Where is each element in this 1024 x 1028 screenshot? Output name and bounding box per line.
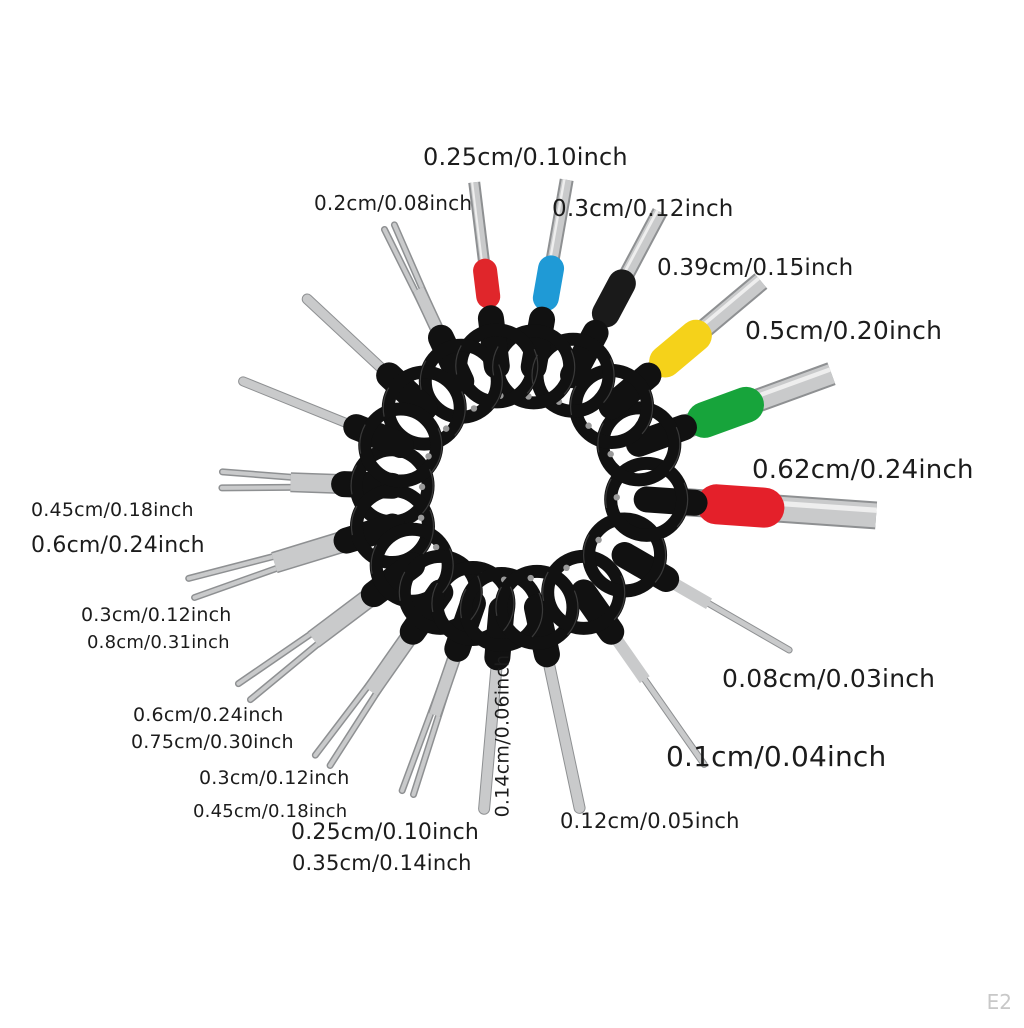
label-fork-0-3cm-b: 0.3cm/0.12inch — [199, 767, 350, 789]
ferrule-tool-0-5-collar — [686, 386, 764, 438]
label-fork-0-75cm: 0.75cm/0.30inch — [131, 731, 294, 753]
hook-tool-c-handle-ring — [358, 402, 444, 488]
watermark: E2 — [986, 990, 1012, 1014]
ferrule-tool-0-62-ring-pin — [613, 494, 620, 501]
label-ferrule-0-39cm: 0.39cm/0.15inch — [657, 255, 854, 281]
ferrule-tool-0-3-ring-highlight — [531, 333, 615, 417]
ferrule-tool-0-62-collar — [696, 484, 785, 528]
ferrule-tool-0-39-ring-pin — [585, 422, 592, 429]
label-fork-0-8cm: 0.8cm/0.31inch — [87, 632, 230, 653]
fork-tool-0-3-ring-highlight — [370, 523, 454, 607]
label-pin-0-14cm: 0.14cm/0.06inch — [491, 654, 514, 818]
ferrule-tool-0-62-handle-ring — [604, 456, 690, 542]
label-ferrule-0-3cm: 0.3cm/0.12inch — [552, 196, 734, 222]
pin-tool-0-12-ring-pin — [527, 574, 534, 582]
ferrule-tool-0-2-collar — [473, 258, 501, 309]
hook-tool-b-ring-highlight — [382, 366, 466, 450]
ferrule-tool-0-39-ring-highlight — [569, 364, 654, 449]
label-ferrule-0-5cm: 0.5cm/0.20inch — [745, 316, 943, 345]
label-fork-0-3cm-a: 0.3cm/0.12inch — [81, 604, 232, 626]
pin-tool-0-12-handle-ring — [494, 564, 580, 650]
ferrule-tool-0-25-ring-highlight — [492, 325, 576, 409]
hook-tool-a-ring-highlight — [419, 339, 503, 423]
label-fork-0-45cm-b: 0.45cm/0.18inch — [193, 801, 348, 822]
ferrule-tool-0-25-collar — [532, 255, 565, 311]
label-ferrule-0-2cm: 0.2cm/0.08inch — [314, 191, 473, 215]
pin-tool-0-12-ring-highlight — [495, 565, 579, 649]
ferrule-tool-0-39-collar — [649, 319, 712, 378]
pin-tool-0-1-ring-pin — [563, 564, 570, 572]
label-fork-0-35cm: 0.35cm/0.14inch — [292, 851, 472, 875]
hook-tool-b-ring-pin — [442, 425, 450, 432]
pin-tool-0-08-ring-highlight — [582, 513, 667, 597]
ferrule-tool-0-5-ring-pin — [607, 450, 614, 458]
fork-tool-0-45-ring-highlight — [350, 444, 434, 528]
hook-tool-a-ring-pin — [470, 405, 478, 412]
label-pin-0-12cm: 0.12cm/0.05inch — [560, 809, 740, 833]
fork-tool-0-6-ring-pin — [417, 514, 425, 521]
fork-tool-0-3-handle-ring — [369, 522, 455, 608]
fork-tool-0-3-ring-pin — [432, 543, 440, 551]
ferrule-tool-0-2-ring-highlight — [455, 324, 539, 408]
pin-tool-0-1-ring-highlight — [542, 550, 626, 634]
pin-tool-0-08-ring-pin — [595, 536, 602, 544]
tool-group — [185, 178, 878, 815]
hook-tool-c-ring-highlight — [359, 403, 443, 487]
ferrule-tool-0-3-collar — [591, 269, 636, 328]
label-fork-0-45cm: 0.45cm/0.18inch — [31, 499, 194, 521]
ferrule-tool-0-62-ring-highlight — [605, 457, 689, 542]
ferrule-tool-0-5-ring-highlight — [597, 402, 681, 486]
label-ferrule-0-62cm: 0.62cm/0.24inch — [752, 455, 974, 485]
label-pin-0-08cm: 0.08cm/0.03inch — [722, 664, 936, 693]
label-pin-0-1cm: 0.1cm/0.04inch — [666, 740, 887, 773]
pin-tool-0-14-ring-highlight — [459, 567, 544, 652]
label-ferrule-0-25cm: 0.25cm/0.10inch — [423, 143, 628, 171]
fork-tool-0-3b-ring-highlight — [431, 561, 515, 646]
fork-tool-0-6-ring-highlight — [350, 484, 435, 569]
fork-tool-0-45-ring-pin — [418, 483, 426, 491]
fork-tool-0-6b-ring-highlight — [398, 550, 482, 634]
hook-tool-c-ring-pin — [425, 453, 432, 460]
label-fork-0-25cm: 0.25cm/0.10inch — [291, 820, 480, 845]
label-fork-0-6cm-b: 0.6cm/0.24inch — [133, 704, 284, 726]
label-fork-0-6cm: 0.6cm/0.24inch — [31, 533, 205, 558]
